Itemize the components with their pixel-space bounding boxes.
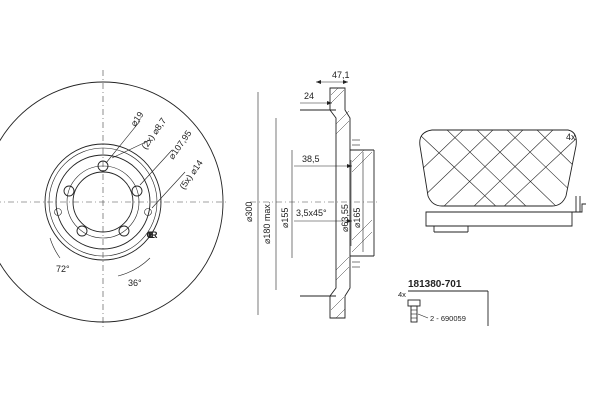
dim-d6355: ⌀63,55 [340,204,350,232]
dim-offset-385: 38,5 [302,154,320,164]
bolt-quantity: 4x [398,290,406,299]
dim-d155: ⌀155 [280,208,290,228]
dim-d10795: ⌀107,95 [166,128,193,161]
brake-disc-front-view: ⌀19 (2x) ⌀8,7 ⌀107,95 (5x) ⌀14 72° 36° [0,70,228,330]
dim-thickness-24: 24 [304,91,314,101]
bolt-holes [63,160,143,237]
brake-disc-section-view: 47,1 24 38,5 3,5x45° ⌀300 ⌀180 max. ⌀155… [244,70,380,319]
kit-code: 181380-701 [408,279,462,290]
locating-hole [54,208,62,216]
pad-quantity: 4x [566,132,576,142]
dim-d19: ⌀19 [128,110,145,128]
bolt-reference: 2 - 690059 [430,314,466,323]
dim-d165: ⌀165 [352,208,362,228]
dim-ang72: 72° [56,264,70,274]
dim-chamfer: 3,5x45° [296,208,327,218]
dim-d2x87: (2x) ⌀8,7 [139,116,168,151]
disc-outer-edge [0,81,224,323]
brake-pad-drawing: 4x [419,129,586,233]
centre-bore [72,171,134,233]
dim-d180: ⌀180 max. [262,202,272,244]
kit-info: 181380-701 4x 2 - 690059 [398,279,489,326]
dim-d5x14: (5x) ⌀14 [177,158,204,191]
locating-hole [144,208,152,216]
dim-ang36: 36° [128,278,142,288]
dim-d300: ⌀300 [244,202,254,222]
bolt-icon [407,299,421,323]
dim-width-471: 47,1 [332,70,350,80]
